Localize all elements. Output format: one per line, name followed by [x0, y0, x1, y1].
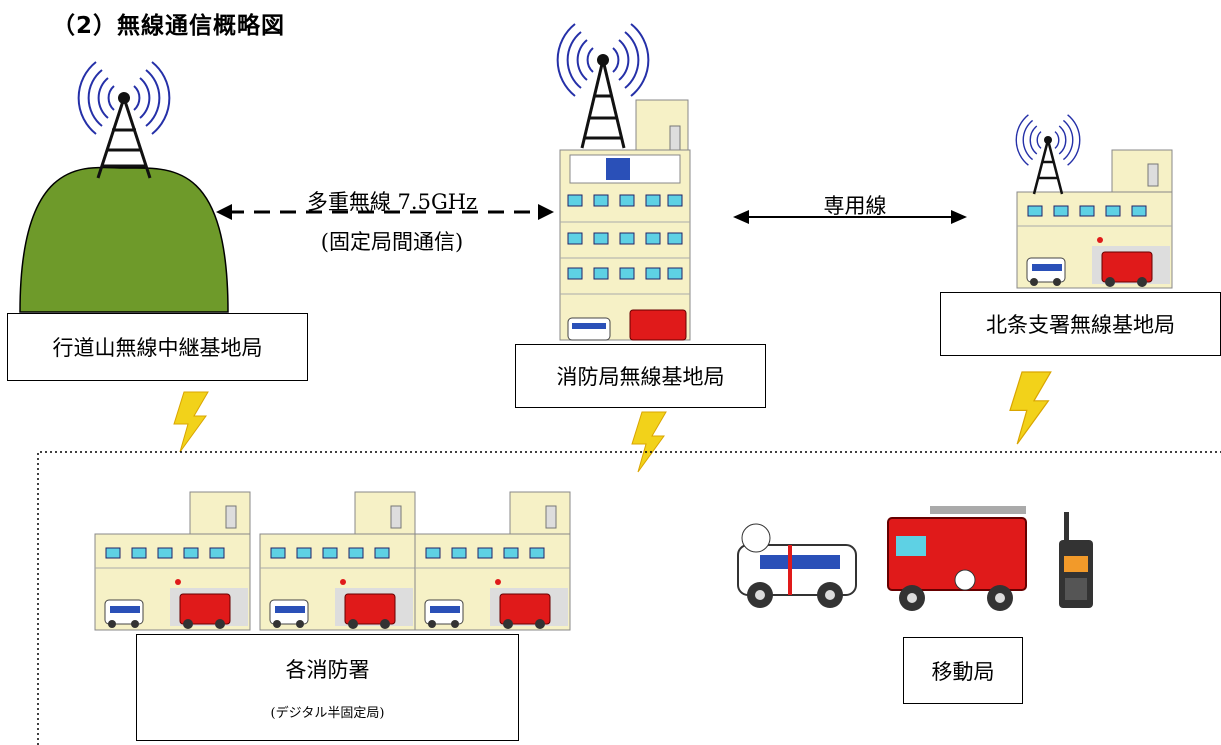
- branch-station-box: 北条支署無線基地局: [940, 292, 1221, 356]
- fire-stations-box: 各消防署 (デジタル半固定局): [136, 634, 519, 741]
- fire-station-icon: [414, 491, 571, 631]
- mobile-station-label: 移動局: [931, 659, 995, 684]
- fire-station-icon: [259, 491, 416, 631]
- multiplex-link-label: 多重無線 7.5GHz: [306, 190, 478, 214]
- lightning-bolt-icon: [173, 391, 209, 453]
- relay-station-label: 行道山無線中継基地局: [52, 336, 263, 360]
- multiplex-link-arrow: [216, 204, 554, 220]
- lightning-bolt-icon: [1009, 371, 1052, 445]
- fire-stations-label: 各消防署: [285, 658, 370, 682]
- ambulance-icon: [737, 523, 857, 608]
- lightning-bolt-icon: [631, 411, 667, 473]
- mobile-station-box: 移動局: [903, 637, 1023, 704]
- page-title: （2）無線通信概略図: [52, 13, 286, 39]
- leased-link-arrow: [733, 210, 967, 224]
- fire-stations-sublabel: (デジタル半固定局): [270, 706, 385, 721]
- hq-station-label: 消防局無線基地局: [556, 365, 725, 389]
- branch-building-icon: [1015, 114, 1173, 289]
- leased-link-label: 専用線: [823, 194, 887, 218]
- hq-building-icon: [556, 23, 691, 341]
- relay-mountain-icon: [19, 61, 229, 313]
- relay-station-box: 行道山無線中継基地局: [7, 313, 308, 381]
- multiplex-link-sublabel: (固定局間通信): [320, 230, 464, 254]
- branch-station-label: 北条支署無線基地局: [986, 313, 1175, 337]
- handheld-radio-icon: [1059, 512, 1093, 608]
- service-area-border: [37, 451, 1221, 745]
- hq-station-box: 消防局無線基地局: [515, 344, 766, 408]
- fire-station-icon: [94, 491, 251, 631]
- fire-engine-icon: [887, 506, 1027, 611]
